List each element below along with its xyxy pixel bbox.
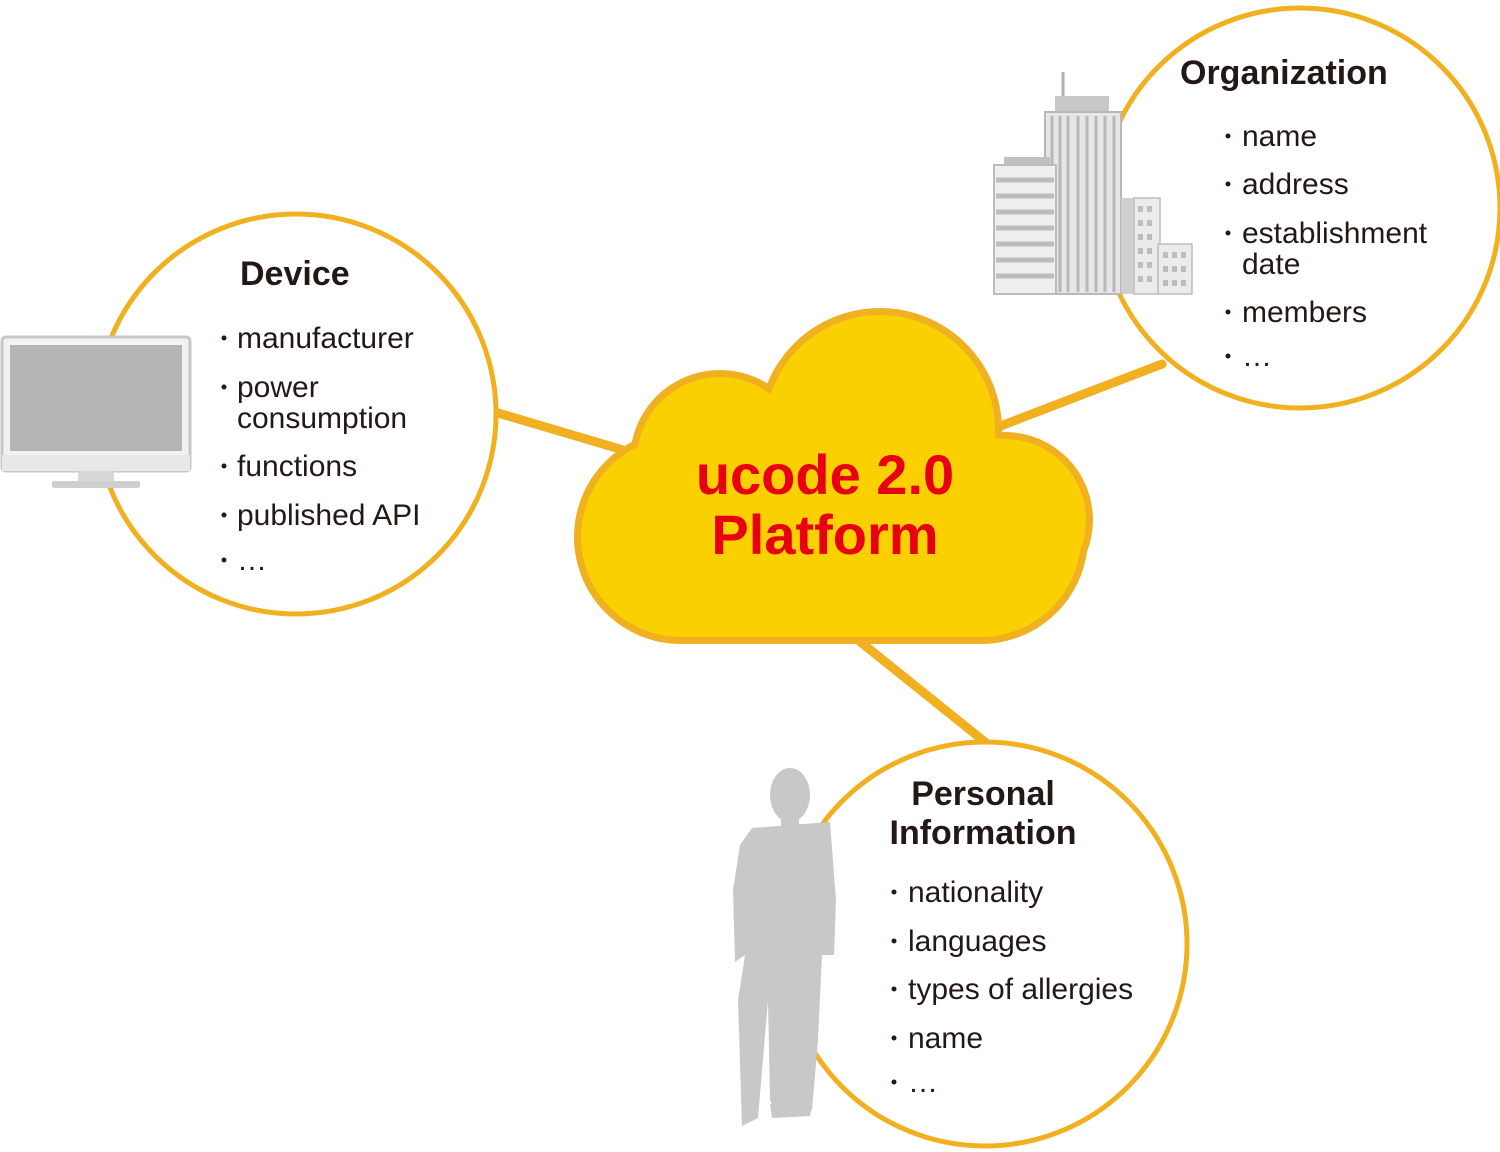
bullet-dot: [1225, 181, 1231, 187]
device-attribute-item: …: [237, 544, 267, 577]
organization-attribute-item: address: [1242, 168, 1349, 201]
bullet-dot: [1225, 230, 1231, 236]
connectors: [493, 359, 1167, 747]
bullet-dot: [891, 1079, 897, 1085]
bullet-dot: [1225, 309, 1231, 315]
bullet-dot: [891, 986, 897, 992]
organization-attribute-item: members: [1242, 296, 1367, 329]
device-attribute-item: consumption: [237, 402, 407, 435]
device-attribute-item: published API: [237, 499, 420, 532]
person-icon: [733, 768, 836, 1126]
personal-attribute-item: nationality: [908, 876, 1043, 909]
bullet-dot: [221, 384, 227, 390]
bullet-dot: [891, 889, 897, 895]
monitor-icon: [0, 335, 192, 488]
personal-attribute-item: name: [908, 1022, 983, 1055]
device-attribute-item: manufacturer: [237, 322, 414, 355]
bullet-dot: [1225, 353, 1231, 359]
personal-attribute-item: types of allergies: [908, 973, 1133, 1006]
organization-attribute-item: date: [1242, 248, 1300, 281]
bullet-dot: [891, 1035, 897, 1041]
personal-info-title-line1: Personal: [911, 775, 1055, 813]
bullet-dot: [891, 938, 897, 944]
personal-info-attribute-list: nationality languages types of allergies na…: [891, 876, 1133, 1099]
platform-cloud: [574, 308, 1093, 644]
connector-organization: [980, 359, 1167, 437]
connector-personal: [853, 635, 990, 747]
building-icon: [993, 72, 1193, 295]
device-attribute-item: power: [237, 371, 319, 404]
personal-info-title-line2: Information: [890, 814, 1077, 852]
connector-device: [493, 408, 645, 460]
bullet-dot: [221, 557, 227, 563]
organization-title: Organization: [1180, 54, 1388, 92]
bullet-dot: [1225, 133, 1231, 139]
platform-title-line2: Platform: [711, 503, 938, 566]
organization-attribute-item: name: [1242, 120, 1317, 153]
device-attribute-item: functions: [237, 450, 357, 483]
organization-attribute-item: …: [1242, 340, 1272, 373]
personal-attribute-item: …: [908, 1066, 938, 1099]
device-title: Device: [240, 255, 350, 293]
organization-attribute-item: establishment: [1242, 217, 1428, 250]
personal-attribute-item: languages: [908, 925, 1046, 958]
cloud-fill: [581, 315, 1086, 637]
platform-title-line1: ucode 2.0: [696, 443, 954, 506]
bullet-dot: [221, 463, 227, 469]
bullet-dot: [221, 335, 227, 341]
bullet-dot: [221, 512, 227, 518]
